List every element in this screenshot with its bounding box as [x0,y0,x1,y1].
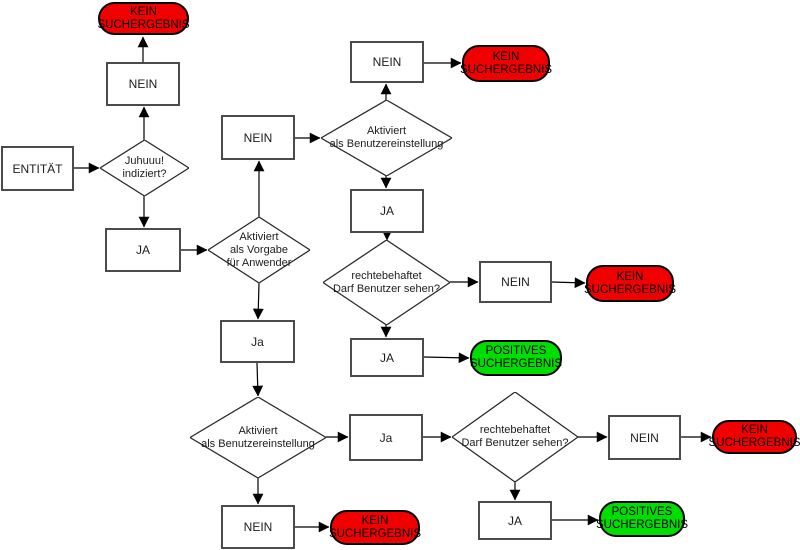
diamond-shape [323,240,450,325]
diamond-shape [190,397,326,478]
box-nein-default: NEIN [221,115,295,160]
decision-user-setting-2-label: Aktiviert als Benutzereinstellung [201,424,315,450]
result-kein-suchergebnis-4: KEIN SUCHERGEBNIS [708,420,800,454]
decision-rights-2-label: rechtebehaftet Darf Benutzer sehen? [461,424,569,449]
box-nein-rights-2: NEIN [608,415,681,460]
decision-default-for-users: Aktiviert als Vorgabe für Anwender [208,217,310,283]
arrow-default-to-ja [252,282,264,320]
diamond-shape [321,100,452,176]
node-entity: ENTITÄT [1,146,74,191]
result-kein-suchergebnis-1: KEIN SUCHERGEBNIS [97,2,190,35]
decision-user-setting-1-label: Aktiviert als Benutzereinstellung [329,125,444,150]
arrow-ja-to-result-positive1 [423,352,470,364]
arrow-ja-to-usersetting2 [252,362,264,397]
box-nein-rights-1: NEIN [479,261,552,303]
diamond-shape [208,217,310,283]
result-kein-suchergebnis-3: KEIN SUCHERGEBNIS [584,265,676,302]
box-ja-rights-1: JA [350,338,424,377]
box-nein-user-setting-2: NEIN [221,505,295,549]
box-ja-indexed: JA [105,228,181,272]
decision-rights-1-label: rechtebehaftet Darf Benutzer sehen? [332,269,440,295]
result-kein-suchergebnis-5: KEIN SUCHERGEBNIS [329,510,421,545]
box-ja-user-setting-2: Ja [349,414,423,461]
result-positives-suchergebnis-2: POSITIVES SUCHERGEBNIS [596,501,688,537]
result-positives-suchergebnis-1: POSITIVES SUCHERGEBNIS [470,340,562,376]
decision-rights-1: rechtebehaftet Darf Benutzer sehen? [323,240,450,325]
decision-default-label: Aktiviert als Vorgabe für Anwender [226,230,292,269]
decision-rights-2: rechtebehaftet Darf Benutzer sehen? [452,392,578,482]
box-nein-indexed: NEIN [106,62,180,106]
decision-user-setting-2: Aktiviert als Benutzereinstellung [190,397,326,478]
box-ja-default: Ja [220,320,295,363]
decision-indexed-label: Juhuuu! indiziert? [122,155,167,180]
arrow-nein-to-result3 [551,277,586,289]
decision-user-setting-1: Aktiviert als Benutzereinstellung [321,100,452,176]
box-ja-rights-2: JA [478,501,552,540]
box-ja-user-setting-1: JA [350,189,424,233]
box-nein-user-setting-1: NEIN [350,41,424,83]
decision-indexed: Juhuuu! indiziert? [100,140,189,196]
diamond-shape [452,392,578,482]
diamond-shape [100,140,189,196]
result-kein-suchergebnis-2: KEIN SUCHERGEBNIS [460,45,552,82]
